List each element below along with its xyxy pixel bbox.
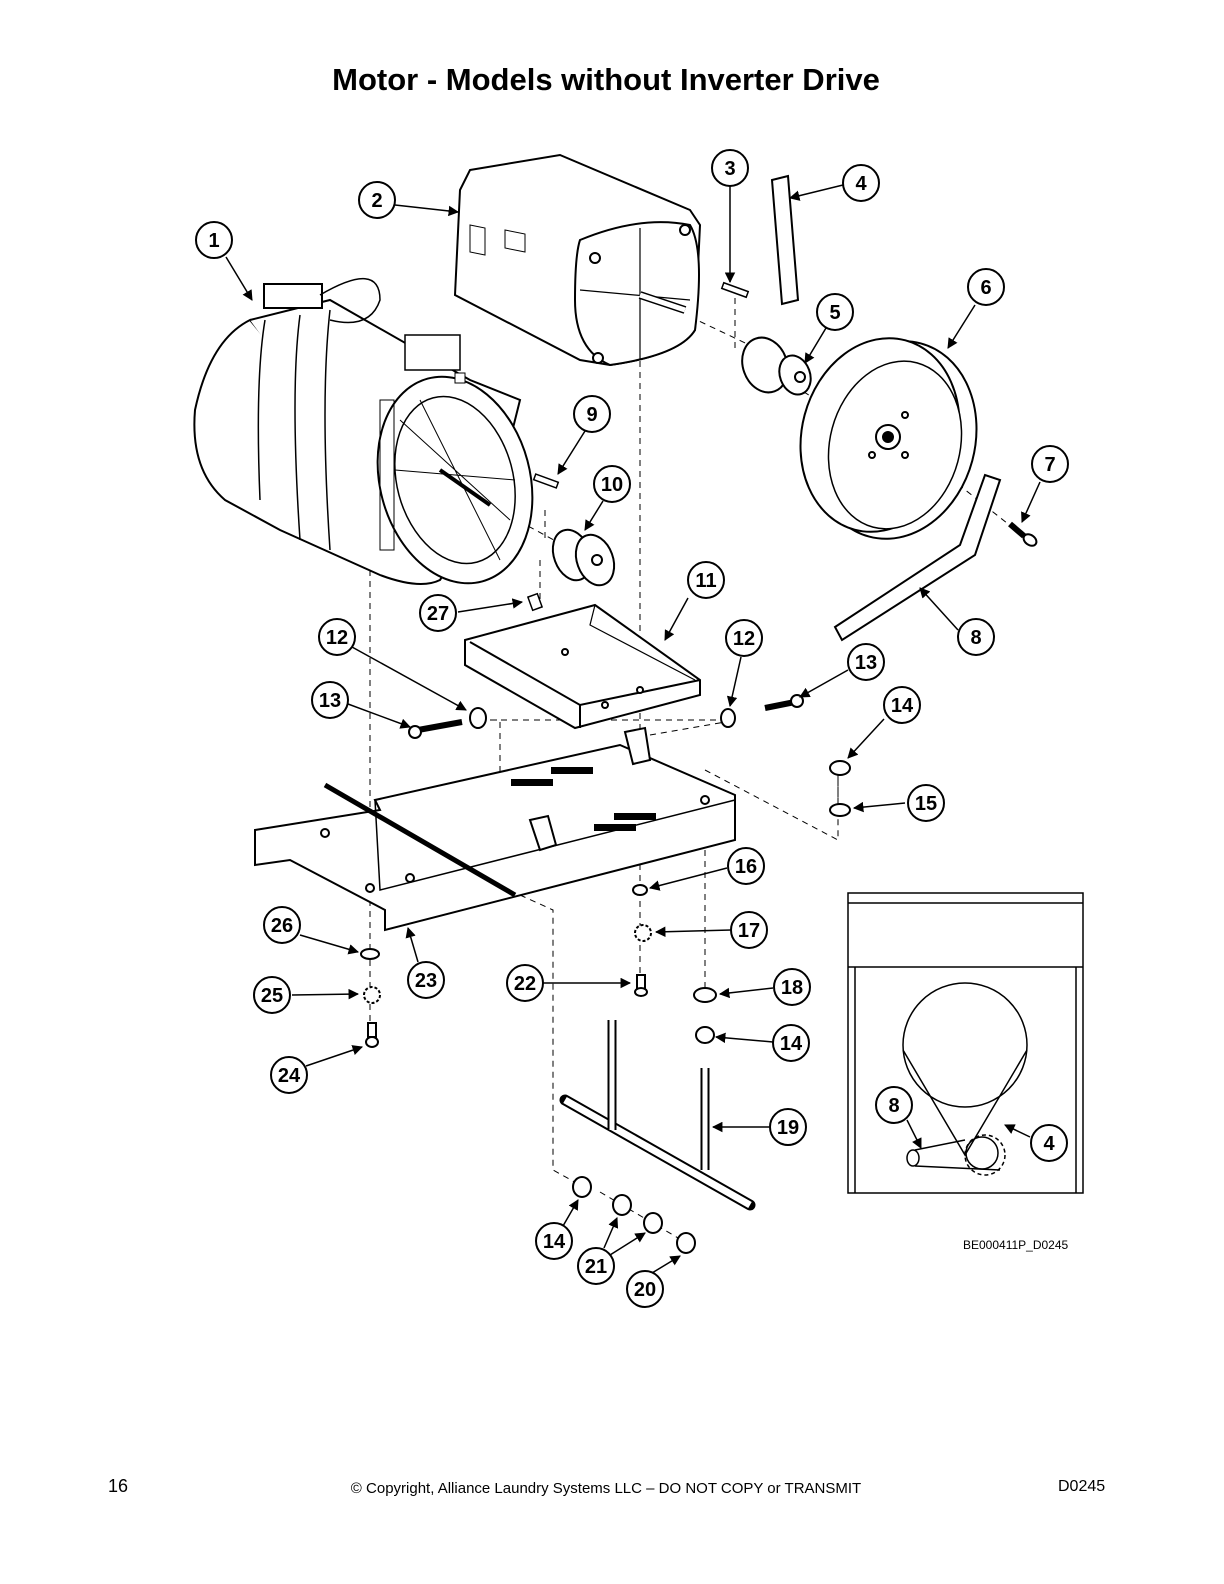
callout-20: 20 bbox=[634, 1279, 656, 1301]
leader-arrows bbox=[225, 184, 1041, 1274]
callout-5: 5 bbox=[829, 302, 840, 324]
pulley-part-10 bbox=[551, 528, 616, 587]
spacers-part-12 bbox=[469, 707, 736, 729]
page-title: Motor - Models without Inverter Drive bbox=[332, 62, 880, 97]
callout-27: 27 bbox=[427, 603, 449, 625]
callout-23: 23 bbox=[415, 970, 437, 992]
callout-19: 19 bbox=[777, 1117, 799, 1139]
hardware-parts-14-20-21 bbox=[572, 1176, 696, 1254]
pulley-part-6 bbox=[799, 337, 978, 540]
callout-17: 17 bbox=[738, 920, 760, 942]
hardware-parts-24-25-26 bbox=[360, 948, 381, 1048]
callout-24: 24 bbox=[278, 1065, 301, 1087]
callout-circles bbox=[195, 149, 1069, 1308]
callout-12-left: 12 bbox=[326, 627, 348, 649]
callout-26: 26 bbox=[271, 915, 293, 937]
page-number: 16 bbox=[108, 1476, 129, 1496]
screw-part-22 bbox=[634, 974, 648, 997]
callout-2: 2 bbox=[371, 190, 382, 212]
callout-8: 8 bbox=[970, 627, 981, 649]
callout-3: 3 bbox=[724, 158, 735, 180]
callout-11: 11 bbox=[695, 570, 716, 592]
callout-6: 6 bbox=[980, 277, 991, 299]
callout-13-left: 13 bbox=[319, 690, 341, 712]
drawing-code: BE000411P_D0245 bbox=[963, 1238, 1069, 1252]
callout-14-bottom: 14 bbox=[543, 1231, 566, 1253]
callout-16: 16 bbox=[735, 856, 757, 878]
callout-18: 18 bbox=[781, 977, 803, 999]
base-plate-part-23 bbox=[254, 726, 736, 932]
callout-1: 1 bbox=[208, 230, 219, 252]
callout-9: 9 bbox=[586, 404, 597, 426]
callout-10: 10 bbox=[601, 474, 623, 496]
callout-7: 7 bbox=[1044, 454, 1055, 476]
motor-part-1 bbox=[193, 278, 534, 585]
callout-4: 4 bbox=[855, 173, 867, 195]
callout-13-right: 13 bbox=[855, 652, 877, 674]
belt-part-8 bbox=[833, 473, 1002, 642]
bolts-part-13 bbox=[408, 694, 804, 739]
callout-22: 22 bbox=[514, 973, 536, 995]
callout-14-column: 14 bbox=[780, 1033, 803, 1055]
hardware-parts-14-15 bbox=[829, 760, 851, 817]
copyright-notice: © Copyright, Alliance Laundry Systems LL… bbox=[350, 1480, 862, 1497]
motor-part-2 bbox=[453, 153, 702, 367]
key-part-9 bbox=[532, 473, 560, 489]
hardware-parts-16-17-18 bbox=[632, 884, 717, 1044]
bracket-part-11 bbox=[464, 603, 701, 730]
inset-callout-8: 8 bbox=[888, 1095, 899, 1117]
key-part-3 bbox=[720, 281, 750, 299]
callout-25: 25 bbox=[261, 985, 283, 1007]
callout-15: 15 bbox=[915, 793, 937, 815]
screw-part-7 bbox=[1008, 521, 1038, 547]
hub-part-5 bbox=[741, 336, 812, 396]
inset-callout-4: 4 bbox=[1043, 1133, 1055, 1155]
callout-12-right: 12 bbox=[733, 628, 755, 650]
callout-14-right: 14 bbox=[891, 695, 914, 717]
document-id: D0245 bbox=[1058, 1478, 1106, 1495]
belt-part-4 bbox=[770, 174, 800, 306]
callout-21: 21 bbox=[585, 1256, 607, 1278]
tbolt-part-19 bbox=[559, 1020, 756, 1211]
set-screw-part-27 bbox=[526, 592, 544, 612]
